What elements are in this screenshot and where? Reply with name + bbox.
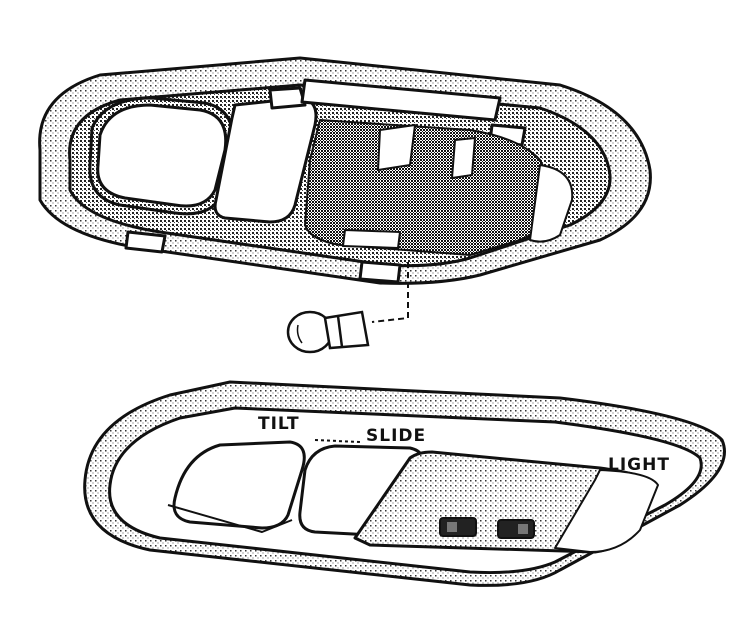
console-cover bbox=[83, 380, 726, 587]
switch-knob-right bbox=[518, 524, 528, 534]
switch-lever bbox=[377, 124, 416, 171]
leader-line bbox=[371, 262, 409, 323]
console-housing bbox=[38, 56, 652, 285]
slide-groove bbox=[314, 439, 361, 443]
label-tilt: TILT bbox=[258, 414, 300, 434]
right-lens-edge bbox=[529, 164, 574, 243]
left-lens-opening bbox=[96, 103, 228, 208]
tilt-button bbox=[172, 440, 306, 530]
bulb-base-ring bbox=[336, 315, 344, 348]
light-switch-right bbox=[497, 519, 535, 539]
top-clip-left bbox=[268, 86, 307, 110]
switch-knob-left bbox=[447, 522, 457, 532]
bottom-clip-left bbox=[124, 230, 167, 254]
mechanism-slot bbox=[451, 137, 476, 179]
right-end-cap bbox=[554, 469, 659, 553]
bulb-socket bbox=[342, 229, 401, 249]
bulb-glass-highlight bbox=[296, 324, 303, 344]
tilt-button-rim bbox=[167, 504, 293, 533]
bulb-base bbox=[323, 310, 370, 350]
bottom-clip-right bbox=[358, 260, 402, 284]
light-switch-left bbox=[439, 517, 477, 537]
top-clip-center bbox=[300, 78, 502, 122]
label-slide: SLIDE bbox=[366, 426, 426, 446]
center-lens-panel bbox=[213, 96, 318, 224]
bulb bbox=[286, 310, 370, 354]
label-light: LIGHT bbox=[608, 455, 670, 475]
